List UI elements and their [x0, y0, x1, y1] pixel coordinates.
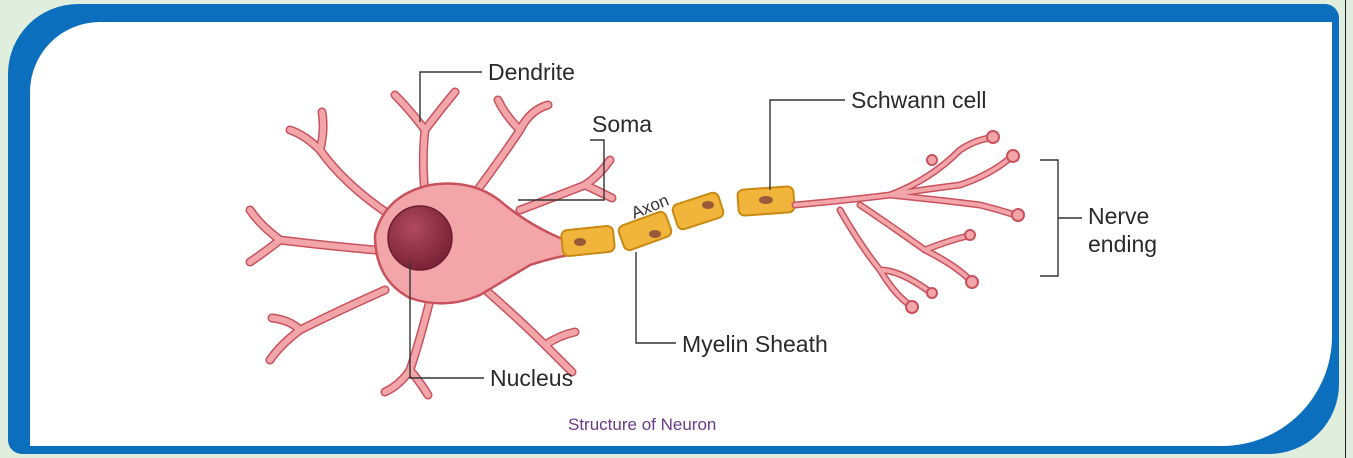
label-ending: ending: [1088, 231, 1157, 257]
label-soma: Soma: [592, 111, 652, 137]
label-dendrite: Dendrite: [488, 59, 575, 85]
label-nucleus: Nucleus: [490, 365, 573, 391]
nerve-ending-branches: [795, 138, 1015, 305]
diagram-caption: Structure of Neuron: [568, 415, 716, 434]
label-nerve: Nerve: [1088, 203, 1149, 229]
label-schwann-cell: Schwann cell: [851, 87, 987, 113]
label-myelin-sheath: Myelin Sheath: [682, 331, 828, 357]
myelin-sheath-segments: [561, 186, 795, 257]
nucleus-shape: [388, 206, 452, 270]
